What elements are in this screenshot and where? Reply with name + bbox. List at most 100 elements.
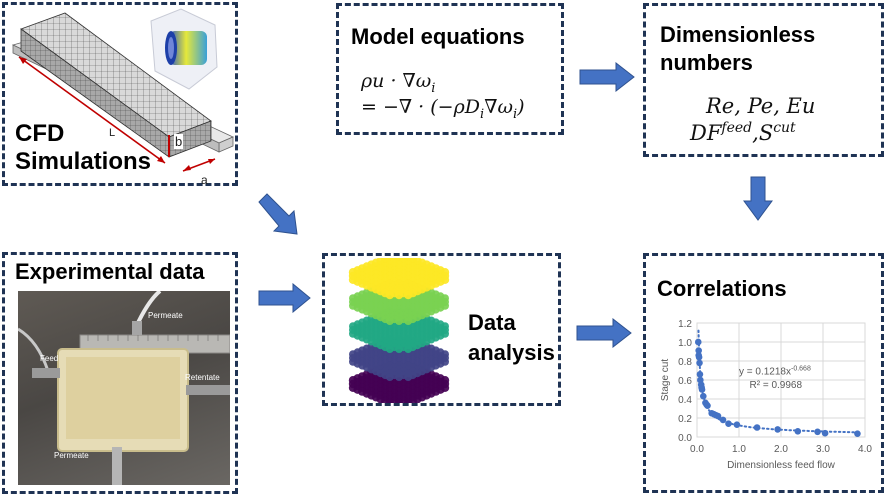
- equation-line-2-b: ∇ω: [484, 96, 513, 118]
- x-axis-label: Dimensionless feed flow: [727, 460, 836, 471]
- data-point: [774, 426, 781, 433]
- height-label: b: [174, 134, 184, 149]
- equation-line-2: = −∇ · (−ρDi∇ωi): [361, 96, 525, 122]
- photo-label-feed: Feed: [40, 354, 59, 363]
- correlations-box: Correlations 0.0 0.2 0.4 0.6 0.8 1.0 1.2 0.0 1.0…: [643, 253, 884, 493]
- length-label: L: [109, 127, 116, 139]
- x-tick-label: 4.0: [858, 444, 872, 455]
- x-tick-label: 0.0: [690, 444, 704, 455]
- y-tick-label: 1.2: [678, 319, 692, 330]
- width-label: a: [201, 173, 208, 187]
- x-tick-label: 3.0: [816, 444, 830, 455]
- y-tick-label: 0.2: [678, 414, 692, 425]
- equation-line-2-a: = −∇ · (−ρD: [361, 96, 481, 118]
- model-equations-title: Model equations: [351, 24, 525, 49]
- arrow-model-to-dimensionless: [579, 62, 635, 92]
- length-dimension-arrow: [18, 56, 166, 164]
- df-symbol: DF: [690, 121, 722, 145]
- data-point: [719, 416, 727, 424]
- cfd-title-line1: CFD: [15, 120, 65, 147]
- experimental-data-box: Experimental data Permeate Feed Retentat…: [2, 252, 238, 494]
- scatter-sphere: [385, 290, 394, 300]
- layered-scatter-3d-plot: [348, 258, 450, 403]
- equation-line-1: ρu · ∇ωi: [361, 70, 435, 96]
- data-point: [695, 347, 702, 354]
- s-symbol: ,S: [752, 121, 774, 145]
- data-point: [794, 428, 802, 435]
- data-point: [814, 428, 821, 436]
- experimental-data-title: Experimental data: [15, 259, 205, 284]
- data-point: [696, 359, 703, 367]
- x-tick-label: 1.0: [732, 444, 746, 455]
- right-arrow-icon: [576, 318, 632, 348]
- dimensionless-title-line1: Dimensionless: [660, 22, 816, 47]
- x-tick-label: 2.0: [774, 444, 788, 455]
- df-superscript: feed: [721, 120, 753, 136]
- scatter-sphere: [404, 317, 413, 325]
- scatter-sphere: [385, 398, 394, 403]
- data-analysis-title-line2: analysis: [468, 340, 555, 365]
- scatter-sphere: [404, 373, 413, 381]
- experimental-setup-photo: Permeate Feed Retentate Permeate: [18, 291, 230, 485]
- equation-line-2-sub2: i: [512, 106, 518, 122]
- equation-line-1-main: ρu · ∇ω: [361, 70, 432, 92]
- data-point: [821, 429, 829, 437]
- s-superscript: cut: [773, 120, 796, 136]
- data-point: [854, 430, 861, 437]
- scatter-sphere: [395, 373, 403, 381]
- cylinder-simulation-inset: [150, 8, 218, 90]
- equation-line-1-sub: i: [431, 80, 436, 96]
- diagonal-arrow-icon: [258, 193, 298, 235]
- y-tick-label: 0.8: [678, 357, 692, 368]
- correlation-chart: 0.0 0.2 0.4 0.6 0.8 1.0 1.2 0.0 1.0 2.0 3.0 4.0Dime…: [660, 319, 872, 471]
- y-tick-label: 1.0: [678, 338, 692, 349]
- scatter-sphere: [404, 398, 413, 403]
- model-equations-box: Model equations ρu · ∇ωi = −∇ · (−ρDi∇ωi…: [336, 3, 564, 135]
- scatter-sphere: [395, 317, 403, 325]
- dimensionless-numbers-box: Dimensionless numbers Re, Pe, Eu DFfeed,…: [643, 3, 884, 157]
- data-point: [700, 392, 707, 400]
- right-arrow-icon: [579, 62, 635, 92]
- correlations-title: Correlations: [657, 276, 787, 301]
- data-point: [733, 421, 741, 428]
- scatter-sphere: [404, 290, 413, 300]
- down-arrow-icon: [743, 176, 773, 221]
- cfd-title-line2: Simulations: [15, 148, 152, 175]
- scatter-sphere: [394, 398, 404, 403]
- scatter-sphere: [385, 373, 394, 381]
- equation-line-2-sub1: i: [480, 106, 485, 122]
- dimensionless-vars-line2: DFfeed,Scut: [690, 120, 796, 145]
- data-point: [725, 420, 732, 427]
- arrow-experimental-to-analysis: [258, 283, 311, 313]
- cfd-simulations-box: CFD Simulations L b a: [2, 2, 238, 187]
- scatter-sphere: [385, 345, 394, 353]
- arrow-analysis-to-correlations: [576, 318, 632, 348]
- equation-line-2-c: ): [517, 96, 525, 118]
- y-axis-label: Stage cut: [660, 359, 671, 401]
- y-tick-label: 0.4: [678, 395, 692, 406]
- photo-label-permeate-top: Permeate: [148, 311, 183, 320]
- arrow-dimensionless-to-correlations: [743, 176, 773, 221]
- data-point: [694, 338, 702, 346]
- right-arrow-icon: [258, 283, 311, 313]
- data-analysis-box: Data analysis: [322, 253, 561, 406]
- scatter-sphere: [385, 317, 394, 325]
- data-point: [698, 386, 706, 393]
- dimensionless-vars-line1: Re, Pe, Eu: [706, 94, 816, 118]
- cfd-mesh-illustration: [11, 8, 234, 172]
- trendline-exponent: -0.668: [791, 365, 811, 372]
- data-point: [714, 412, 722, 420]
- arrow-cfd-to-analysis: [258, 193, 298, 235]
- scatter-sphere: [404, 345, 413, 353]
- data-point: [696, 371, 704, 378]
- data-analysis-title-line1: Data: [468, 310, 516, 335]
- data-point: [695, 353, 703, 361]
- scatter-sphere: [395, 345, 403, 353]
- y-tick-label: 0.6: [678, 376, 692, 387]
- y-tick-label: 0.0: [678, 433, 692, 444]
- dimensionless-title-line2: numbers: [660, 50, 753, 75]
- data-point: [753, 424, 761, 431]
- trendline-r-squared: R² = 0.9968: [750, 380, 803, 391]
- data-point: [704, 402, 711, 409]
- scatter-sphere: [394, 290, 404, 300]
